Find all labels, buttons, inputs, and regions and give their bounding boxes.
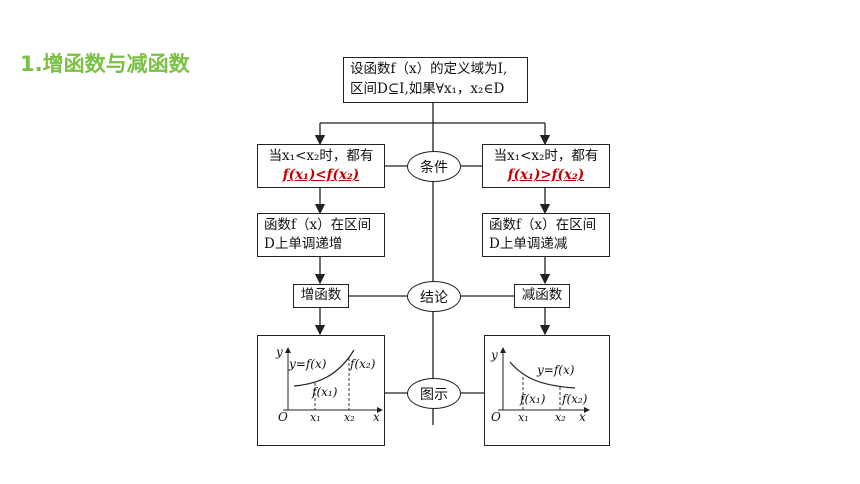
increasing-axes — [283, 347, 383, 413]
decreasing-monotone-box: 函数f（x）在区间 D上单调递减 — [482, 213, 610, 257]
increasing-condition-text: 当x₁<x₂时，都有 — [268, 148, 374, 164]
increasing-inequality: f(x₁)<f(x₂) — [282, 167, 360, 183]
section-heading: 1.增函数与减函数 — [20, 52, 190, 76]
fx2-label: f(x₂) — [350, 357, 376, 371]
y-axis-label: y — [491, 348, 498, 362]
x-axis-label: x — [373, 410, 380, 424]
decreasing-function-box: 减函数 — [514, 284, 570, 308]
increasing-monotone-box: 函数f（x）在区间 D上单调递增 — [257, 213, 385, 257]
increasing-monotone-line-1: 函数f（x）在区间 — [264, 217, 372, 233]
condition-oval: 条件 — [407, 151, 461, 182]
increasing-function-box: 增函数 — [293, 284, 349, 308]
x1-label: x₁ — [518, 411, 529, 424]
graph-oval: 图示 — [407, 378, 461, 409]
increasing-condition-box: 当x₁<x₂时，都有 f(x₁)<f(x₂) — [257, 144, 385, 188]
origin-label: O — [491, 410, 501, 424]
increasing-curve — [293, 349, 355, 387]
decreasing-graph: y y=f(x) f(x₁) f(x₂) O x₁ x₂ x — [484, 335, 610, 446]
x-axis-label: x — [579, 410, 586, 424]
x2-label: x₂ — [344, 411, 355, 424]
increasing-monotone-line-2: D上单调递增 — [264, 236, 343, 252]
definition-box: 设函数f（x）的定义域为I, 区间D⊆I,如果∀x₁，x₂∈D — [343, 57, 528, 103]
decreasing-inequality: f(x₁)>f(x₂) — [507, 167, 585, 183]
decreasing-axes — [498, 347, 590, 413]
decreasing-curve — [509, 361, 576, 389]
curve-label: y=f(x) — [537, 363, 575, 377]
fx1-label: f(x₁) — [520, 392, 546, 406]
y-axis-label: y — [276, 345, 283, 359]
x1-label: x₁ — [310, 411, 321, 424]
fx2-label: f(x₂) — [562, 392, 588, 406]
increasing-graph: y y=f(x) f(x₂) f(x₁) O x₁ x₂ x — [257, 335, 385, 446]
decreasing-monotone-line-1: 函数f（x）在区间 — [489, 217, 597, 233]
definition-line-1: 设函数f（x）的定义域为I, — [350, 61, 508, 77]
x2-label: x₂ — [555, 411, 566, 424]
decreasing-condition-text: 当x₁<x₂时，都有 — [493, 148, 599, 164]
origin-label: O — [278, 410, 288, 424]
decreasing-monotone-line-2: D上单调递减 — [489, 236, 568, 252]
decreasing-condition-box: 当x₁<x₂时，都有 f(x₁)>f(x₂) — [482, 144, 610, 188]
conclusion-oval: 结论 — [407, 281, 461, 312]
definition-line-2: 区间D⊆I,如果∀x₁，x₂∈D — [350, 81, 505, 97]
curve-label: y=f(x) — [289, 357, 327, 371]
fx1-label: f(x₁) — [312, 385, 338, 399]
